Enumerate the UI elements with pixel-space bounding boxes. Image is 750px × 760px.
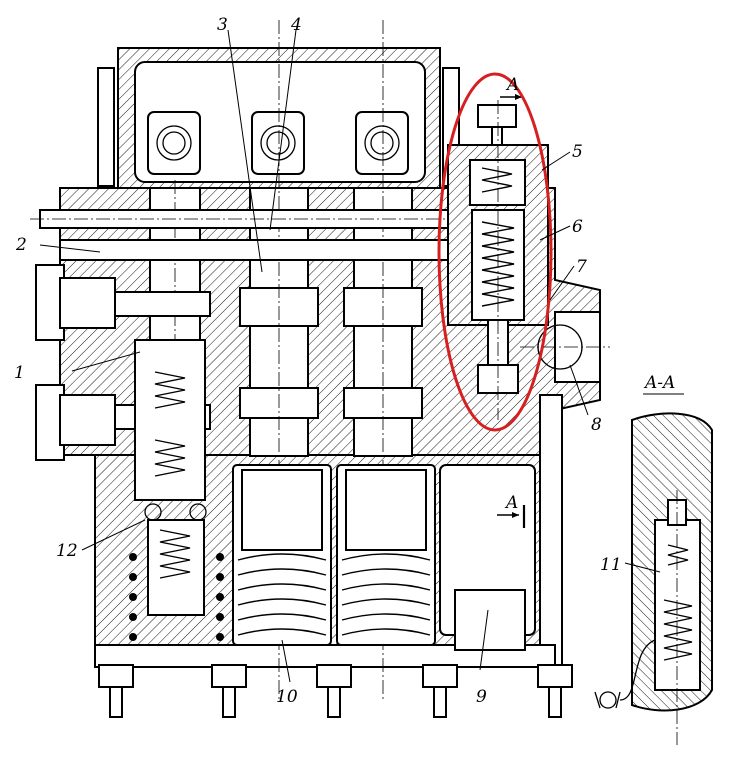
highlight-ellipse: [437, 72, 553, 432]
spring-coil-dots: [129, 553, 224, 641]
callout-3: 3: [217, 15, 228, 35]
spool-head-2: [251, 111, 305, 175]
callout-1: 1: [14, 363, 25, 383]
section-title: A-A: [643, 373, 675, 393]
spool-right: [343, 20, 423, 700]
callout-7: 7: [576, 257, 587, 277]
callout-5: 5: [572, 142, 583, 162]
callout-11: 11: [600, 555, 622, 575]
right-chamber: [439, 464, 536, 651]
bottom-bolts: [98, 664, 573, 718]
callout-6: 6: [572, 217, 583, 237]
callout-10: 10: [276, 687, 298, 707]
section-mark-bottom: A: [504, 493, 518, 513]
callout-8: 8: [591, 415, 602, 435]
outlet-port: [520, 311, 610, 383]
spring-chambers: [129, 464, 436, 646]
callout-12: 12: [56, 541, 78, 561]
callout-4: 4: [290, 15, 302, 35]
spool-middle: [239, 20, 319, 700]
section-detail: [594, 412, 713, 745]
callout-9: 9: [476, 687, 487, 707]
spool-head-3: [355, 111, 409, 175]
callout-labels: 1 2 3 4 5 6 7 8 9 10 11 12 A A A-A: [14, 15, 675, 707]
section-cut-marks: [497, 94, 526, 528]
relief-valve: [447, 100, 549, 420]
section-mark-top: A: [505, 75, 519, 95]
callout-2: 2: [15, 235, 27, 255]
spool-heads: [97, 61, 460, 187]
leader-lines: [39, 29, 661, 683]
safety-valve: [134, 339, 207, 616]
spool-head-1: [147, 111, 201, 175]
